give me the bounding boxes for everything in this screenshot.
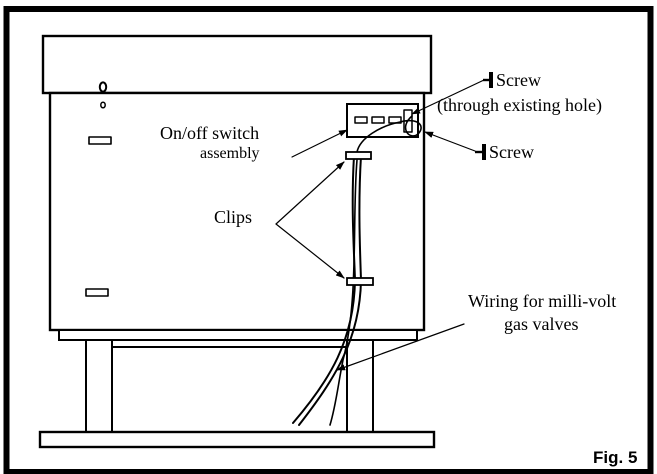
front-slot-lower	[85, 288, 109, 297]
wire-clip-upper	[345, 151, 372, 160]
control-knob	[98, 81, 108, 93]
label-switch-line1: On/off switch	[160, 123, 259, 143]
front-slot-upper	[88, 136, 112, 145]
leader-clip-upper	[275, 161, 345, 225]
pilot-hole	[100, 101, 106, 109]
label-clips: Clips	[214, 207, 252, 227]
label-wiring-line1: Wiring for milli-volt	[468, 291, 616, 311]
leader-screw-bottom	[424, 131, 476, 152]
leader-switch	[291, 129, 348, 158]
label-existing-hole: (through existing hole)	[437, 95, 602, 116]
label-screw-bottom: Screw	[489, 142, 534, 162]
wire-clip-lower	[346, 277, 374, 286]
screw-icon	[475, 144, 486, 160]
figure-label: Fig. 5	[593, 448, 637, 467]
switch-wire-loop	[356, 115, 422, 153]
label-wiring-line2: gas valves	[504, 314, 578, 334]
base-plate	[38, 430, 436, 449]
outer-frame	[3, 6, 654, 474]
stand	[58, 329, 418, 433]
leader-screw-top	[411, 79, 485, 115]
leader-wiring	[336, 323, 465, 371]
leader-clip-lower	[275, 223, 345, 279]
label-switch-line2: assembly	[200, 145, 260, 162]
label-screw-top: Screw	[496, 70, 541, 90]
